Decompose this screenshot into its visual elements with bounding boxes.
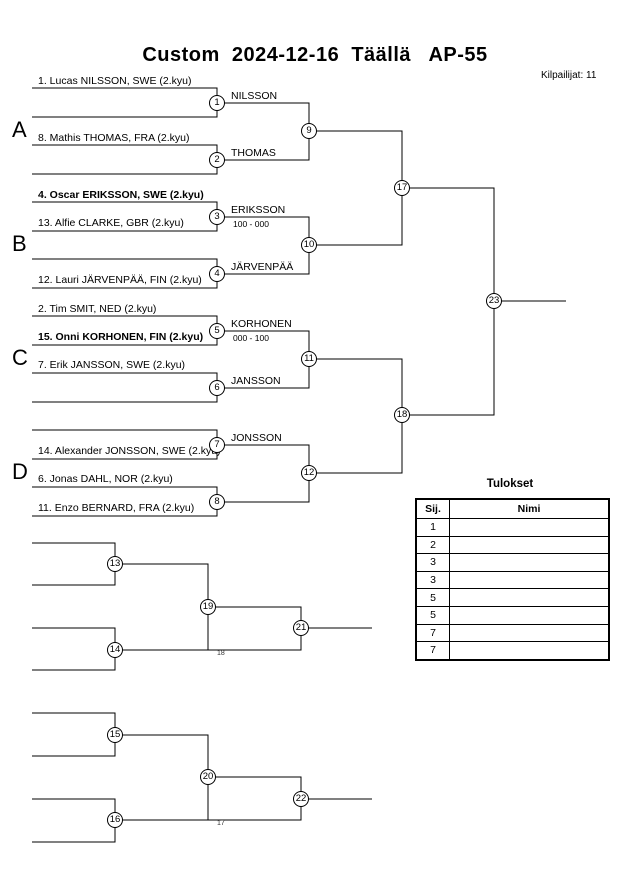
- entrant: 12. Lauri JÄRVENPÄÄ, FIN (2.kyu): [38, 274, 202, 286]
- rank-header: Sij.: [416, 499, 450, 519]
- table-row: 1: [416, 518, 609, 537]
- match-number: 23: [486, 293, 502, 309]
- table-row: 3: [416, 570, 609, 589]
- repechage-source-note: 18: [217, 650, 225, 657]
- table-row: 2: [416, 535, 609, 554]
- match-number: 3: [209, 209, 225, 225]
- name-cell: [449, 641, 609, 660]
- table-row: 5: [416, 588, 609, 607]
- entrant: 15. Onni KORHONEN, FIN (2.kyu): [38, 331, 204, 343]
- match-number: 19: [200, 599, 216, 615]
- match-number: 13: [107, 556, 123, 572]
- rank-cell: 3: [416, 570, 450, 589]
- repechage-source-note: 17: [217, 820, 225, 827]
- entrant: 7. Erik JANSSON, SWE (2.kyu): [38, 359, 186, 371]
- winner-name: JANSSON: [231, 375, 281, 387]
- match-number: 10: [301, 237, 317, 253]
- entrant: 11. Enzo BERNARD, FRA (2.kyu): [38, 502, 195, 514]
- table-row: 7: [416, 641, 609, 660]
- rank-cell: 3: [416, 553, 450, 572]
- match-number: 20: [200, 769, 216, 785]
- name-cell: [449, 553, 609, 572]
- winner-name: JONSSON: [231, 432, 282, 444]
- rank-cell: 5: [416, 605, 450, 625]
- match-number: 4: [209, 266, 225, 282]
- entrant: 1. Lucas NILSSON, SWE (2.kyu): [38, 75, 192, 87]
- winner-name: KORHONEN: [231, 318, 292, 330]
- pool-label-d: D: [12, 459, 28, 484]
- entrant: 2. Tim SMIT, NED (2.kyu): [38, 303, 157, 315]
- results-table: Sij. Nimi 1 2 3 3 5 5 7 7: [415, 498, 610, 661]
- match-number: 18: [394, 407, 410, 423]
- match-number: 21: [293, 620, 309, 636]
- name-cell: [449, 623, 609, 642]
- winner-name: JÄRVENPÄÄ: [231, 261, 294, 273]
- table-row: 5: [416, 605, 609, 625]
- match-number: 2: [209, 152, 225, 168]
- match-number: 6: [209, 380, 225, 396]
- pool-label-b: B: [12, 231, 27, 256]
- name-cell: [449, 535, 609, 554]
- name-cell: [449, 570, 609, 589]
- pool-label-c: C: [12, 345, 28, 370]
- table-row: 3: [416, 553, 609, 572]
- match-number: 14: [107, 642, 123, 658]
- entrant: 6. Jonas DAHL, NOR (2.kyu): [38, 473, 173, 485]
- pool-label-a: A: [12, 117, 27, 142]
- results-title: Tulokset: [486, 478, 534, 490]
- rank-cell: 7: [416, 641, 450, 660]
- winner-name: NILSSON: [231, 90, 278, 102]
- rank-cell: 2: [416, 535, 450, 554]
- entrant: 13. Alfie CLARKE, GBR (2.kyu): [38, 217, 184, 229]
- winner-name: ERIKSSON: [231, 204, 286, 216]
- match-score: 100 - 000: [233, 219, 269, 229]
- page-title: Custom 2024-12-16 Täällä AP-55: [142, 44, 488, 66]
- competitor-count: Kilpailijat: 11: [541, 70, 597, 81]
- rank-cell: 1: [416, 518, 450, 537]
- name-cell: [449, 605, 609, 625]
- rank-cell: 5: [416, 588, 450, 607]
- rank-cell: 7: [416, 623, 450, 642]
- entrant: 8. Mathis THOMAS, FRA (2.kyu): [38, 132, 190, 144]
- name-header: Nimi: [449, 499, 609, 519]
- match-number: 11: [301, 351, 317, 367]
- match-number: 1: [209, 95, 225, 111]
- match-number: 9: [301, 123, 317, 139]
- match-number: 16: [107, 812, 123, 828]
- entrant: 4. Oscar ERIKSSON, SWE (2.kyu): [38, 189, 204, 201]
- winner-name: THOMAS: [231, 147, 276, 159]
- table-row: 7: [416, 623, 609, 642]
- name-cell: [449, 518, 609, 537]
- match-number: 12: [301, 465, 317, 481]
- match-score: 000 - 100: [233, 333, 269, 343]
- match-number: 5: [209, 323, 225, 339]
- match-number: 8: [209, 494, 225, 510]
- match-number: 22: [293, 791, 309, 807]
- name-cell: [449, 588, 609, 607]
- entrant: 14. Alexander JONSSON, SWE (2.kyu): [38, 445, 221, 457]
- match-number: 17: [394, 180, 410, 196]
- match-number: 7: [209, 437, 225, 453]
- match-number: 15: [107, 727, 123, 743]
